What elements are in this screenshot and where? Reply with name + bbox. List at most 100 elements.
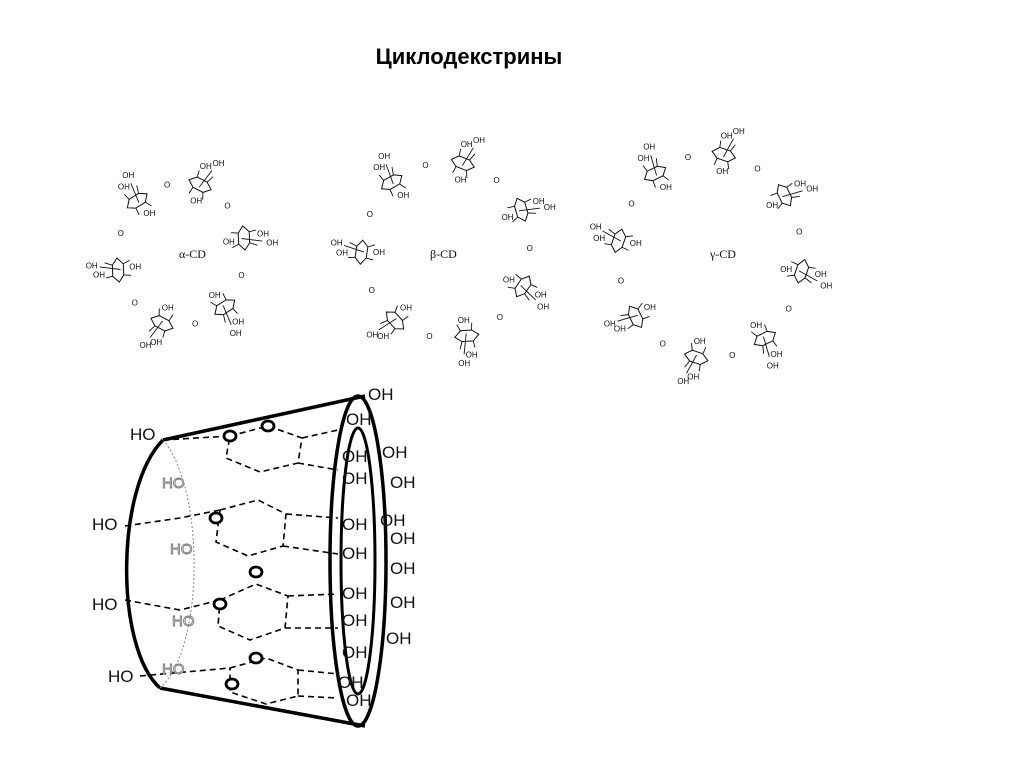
glycosidic-oxygen: O — [422, 161, 428, 170]
hydroxyl-label: OH — [400, 303, 412, 312]
hydroxyl-label: OH — [767, 361, 779, 370]
hydroxyl-label: OH — [378, 152, 390, 161]
cone-oh-label: OH — [368, 385, 394, 404]
hydroxyl-label: OH — [721, 131, 733, 140]
hydroxyl-label: OH — [213, 159, 225, 168]
cone-hidden-ho-label: HO — [172, 613, 195, 630]
pyranose-ring — [514, 275, 532, 298]
hydroxyl-label: OH — [257, 230, 269, 239]
hydroxyl-label: OH — [232, 318, 244, 327]
hydroxyl-label: OH — [820, 281, 832, 290]
glycosidic-oxygen: O — [729, 351, 735, 360]
glucose-unit-3 — [217, 583, 289, 641]
hydroxyl-label: OH — [455, 175, 467, 184]
hydroxyl-label: OH — [716, 167, 728, 176]
cone-wide-rim-inner — [339, 426, 377, 696]
glycosidic-oxygen: O — [238, 271, 244, 280]
cone-ho-label: HO — [108, 667, 134, 686]
gamma-cd-macrocycle: OHOHOHOOHOHOHOOHOHOHOOHOHOHOOHOHOHOOHOHO… — [590, 127, 833, 386]
ring-bonds — [713, 140, 736, 170]
hydroxyl-label: OH — [473, 136, 485, 145]
glycosidic-oxygen: O — [494, 176, 500, 185]
oxygen-mark — [248, 651, 264, 665]
glycosidic-oxygen: O — [132, 299, 138, 308]
cone-glucose-units — [124, 425, 339, 705]
cone-oh-label: OH — [346, 410, 372, 429]
ring-bonds — [620, 302, 650, 330]
cone-top-edge — [162, 394, 366, 442]
hydroxyl-label: OH — [660, 183, 672, 192]
cone-ho-label: HO — [92, 515, 118, 534]
glycosidic-oxygen: O — [527, 244, 533, 253]
ring-bonds — [507, 198, 537, 223]
hydroxyl-label: OH — [544, 203, 556, 212]
hydroxyl-label: OH — [200, 162, 212, 171]
hydroxyl-label: OH — [461, 140, 473, 149]
ring-bonds — [750, 324, 778, 354]
cone-oh-label: OH — [342, 611, 368, 630]
cone-oh-label: OH — [342, 643, 368, 662]
ch2oh-bond — [602, 230, 622, 242]
ring-bonds — [787, 261, 816, 284]
pyranose-ring — [610, 228, 627, 254]
slide-title: Циклодекстрины — [375, 44, 563, 69]
glycosidic-oxygen: O — [164, 180, 170, 189]
hydroxyl-label: OH — [86, 262, 98, 271]
ch2oh-bond — [99, 266, 121, 270]
ch2oh-bond — [130, 183, 140, 203]
pyranose-ring — [188, 176, 212, 193]
pyranose-ring — [627, 305, 644, 328]
glycosidic-oxygen: O — [628, 199, 634, 208]
oxygen-mark — [222, 429, 238, 443]
cone-wide-rim-outer — [328, 394, 388, 728]
link-1 — [162, 429, 339, 471]
ring-bonds — [379, 305, 409, 335]
hydroxyl-label: OH — [122, 171, 134, 180]
glycosidic-oxygen: O — [497, 313, 503, 322]
cone-oh-label: OH — [380, 511, 406, 530]
hydroxyl-label: OH — [806, 184, 818, 193]
cone-oh-label: OH — [390, 529, 416, 548]
oxygen-mark — [208, 511, 224, 525]
ch2oh-bond — [385, 164, 394, 185]
hydroxyl-label: OH — [366, 331, 378, 340]
cone-oxygen-marks — [208, 419, 276, 691]
ch2oh-bond — [378, 318, 397, 331]
gamma-cd-label: γ-CD — [709, 247, 736, 261]
pyranose-ring — [237, 225, 251, 251]
hydroxyl-label: OH — [377, 332, 389, 341]
hydroxyl-label: OH — [230, 329, 242, 338]
hydroxyl-label: OH — [140, 341, 152, 350]
hydroxyl-label: OH — [458, 359, 470, 368]
glucose-unit-4 — [229, 657, 299, 705]
ch2oh-bond — [461, 147, 474, 166]
cone-oh-label: OH — [390, 473, 416, 492]
pyranose-ring — [354, 239, 369, 265]
hydroxyl-label: OH — [535, 291, 547, 300]
glycosidic-oxygen: O — [192, 320, 198, 329]
ch2oh-bond — [686, 354, 697, 374]
hydroxyl-label: OH — [93, 270, 105, 279]
hydroxyl-label: OH — [118, 183, 130, 192]
ch2oh-bond — [782, 190, 803, 198]
ring-bonds — [378, 166, 406, 197]
hydroxyl-label: OH — [771, 350, 783, 359]
hydroxyl-label: OH — [129, 262, 141, 271]
cone-oh-label: OH — [342, 584, 368, 603]
oxygen-mark — [224, 677, 240, 691]
pyranose-ring — [214, 299, 236, 316]
pyranose-ring — [776, 184, 793, 207]
hydroxyl-label: OH — [630, 239, 642, 248]
hydroxyl-label: OH — [694, 337, 706, 346]
oxygen-mark — [260, 419, 276, 433]
hydroxyl-label: OH — [266, 238, 278, 247]
